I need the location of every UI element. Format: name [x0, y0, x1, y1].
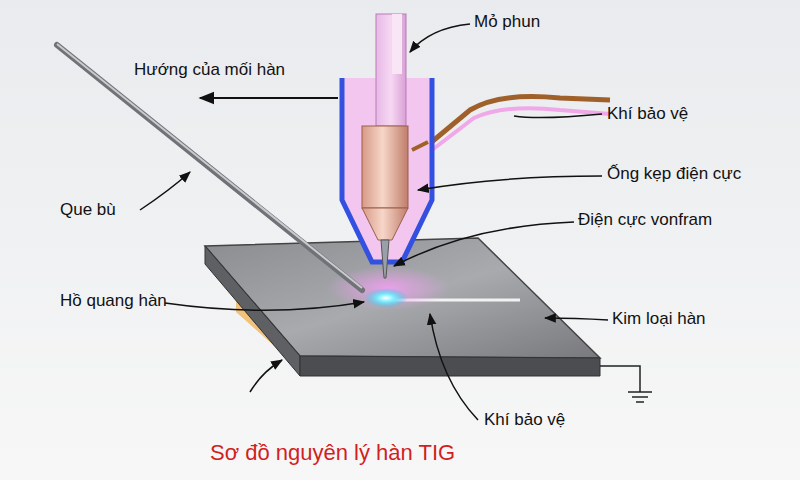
arc-label: Hồ quang hàn	[60, 291, 167, 311]
collet-label: Ống kẹp điện cực	[607, 164, 741, 184]
electrode-label: Điện cực vonfram	[578, 210, 712, 230]
direction-label: Hướng của mối hàn	[134, 60, 285, 80]
filler-label: Que bù	[60, 200, 116, 220]
metal-label: Kim loại hàn	[612, 309, 706, 329]
nozzle-label: Mỏ phun	[474, 12, 540, 32]
caption: Sơ đồ nguyên lý hàn TIG	[210, 440, 455, 466]
gas-label: Khí bảo vệ	[484, 410, 565, 430]
gas-label: Khí bảo vệ	[607, 104, 688, 124]
